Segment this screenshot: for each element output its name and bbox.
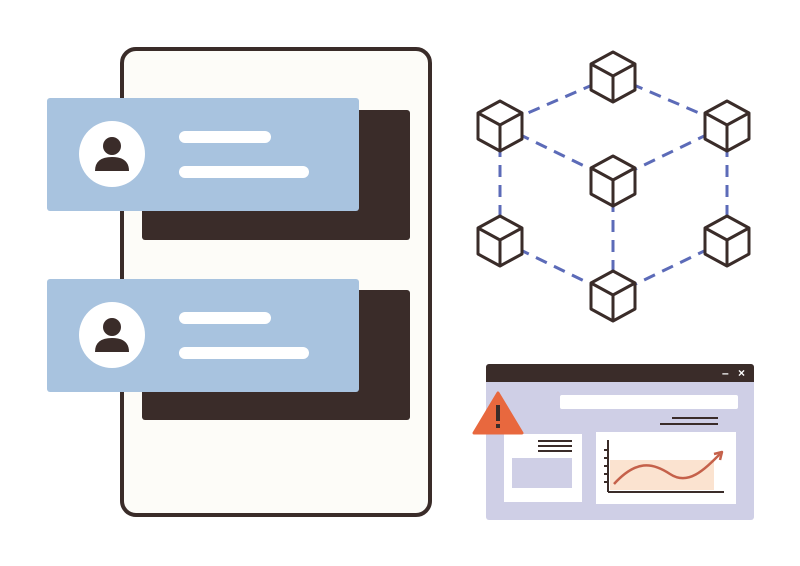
chart-panel [596,432,736,504]
cube-icon [476,214,524,268]
cube-icon [589,50,637,104]
placeholder-box [512,458,572,488]
address-bar[interactable] [560,395,738,409]
window-title-bar: – × [486,364,754,382]
user-icon [95,318,129,352]
warning-triangle-icon [472,391,524,435]
cube-icon [589,154,637,208]
text-line [538,440,572,442]
card-subtitle-line [179,166,309,178]
card-title-line [179,131,271,143]
minimize-button[interactable]: – [722,366,729,380]
text-line [660,423,718,425]
text-line [538,445,572,447]
cube-icon [703,99,751,153]
blockchain-network [476,50,751,323]
avatar [79,302,145,368]
text-line [538,450,572,452]
trend-up-chart-icon [604,440,724,493]
profile-card[interactable] [47,98,359,211]
card-subtitle-line [179,347,309,359]
cube-icon [703,214,751,268]
user-icon [95,137,129,171]
cube-icon [589,269,637,323]
cube-icon [476,99,524,153]
card-title-line [179,312,271,324]
profile-card[interactable] [47,279,359,392]
browser-window: – × [486,364,754,520]
close-button[interactable]: × [738,366,746,380]
avatar [79,121,145,187]
text-line [672,417,718,419]
